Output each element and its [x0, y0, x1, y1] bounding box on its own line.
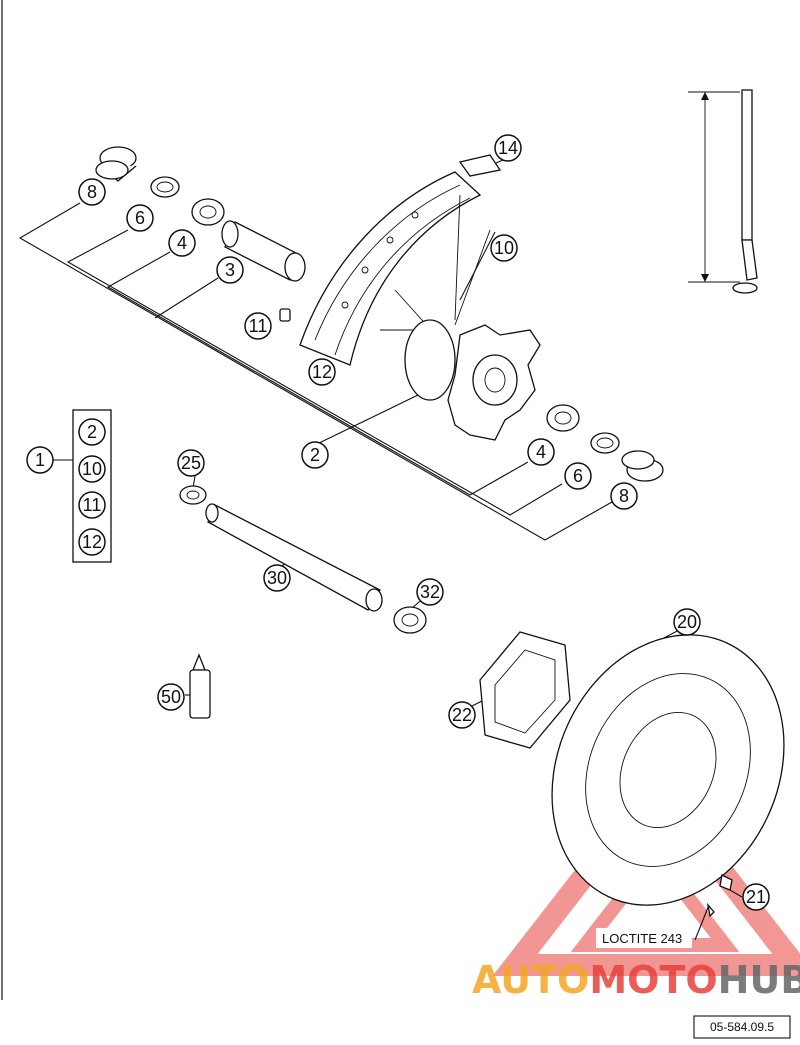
callout-10: 10: [490, 234, 518, 262]
callout-50: 50: [157, 683, 185, 711]
reference-code-box: 05-584.09.5: [693, 1015, 791, 1039]
svg-text:4: 4: [177, 233, 187, 253]
spoke-gauge-part: [688, 89, 758, 294]
watermark-part-auto: AUTO: [472, 958, 589, 1002]
svg-text:6: 6: [573, 466, 583, 486]
watermark-part-moto: MOTO: [589, 958, 717, 1002]
distance-sleeve-part: [221, 220, 306, 282]
kit-item-12: 12: [78, 528, 106, 556]
kit-item-10: 10: [78, 455, 106, 483]
callout-30: 30: [263, 564, 291, 592]
svg-text:4: 4: [536, 442, 546, 462]
callout-6-top: 6: [126, 204, 154, 232]
callout-2: 2: [301, 441, 329, 469]
callout-32: 32: [416, 578, 444, 606]
svg-text:10: 10: [494, 238, 514, 258]
nipple-part: [279, 308, 291, 322]
spacer-part-bottom: [621, 450, 664, 482]
kit-box: 2 10 11 12: [53, 409, 112, 563]
brake-disc-part: [551, 634, 785, 906]
rim-part: [299, 171, 482, 366]
svg-text:22: 22: [452, 705, 472, 725]
callout-4-top: 4: [168, 229, 196, 257]
callout-20: 20: [673, 608, 701, 636]
svg-text:20: 20: [677, 612, 697, 632]
svg-text:12: 12: [82, 532, 102, 552]
svg-text:25: 25: [181, 453, 201, 473]
svg-text:1: 1: [35, 450, 45, 470]
seal-part-bottom: [590, 432, 620, 454]
svg-text:LOCTITE 243: LOCTITE 243: [602, 931, 682, 946]
svg-text:8: 8: [87, 182, 97, 202]
callout-1: 1: [26, 446, 54, 474]
svg-text:12: 12: [312, 362, 332, 382]
callout-3: 3: [216, 256, 244, 284]
svg-text:14: 14: [498, 138, 518, 158]
nut-part: [393, 606, 427, 634]
kit-item-11: 11: [78, 491, 106, 519]
svg-text:3: 3: [225, 260, 235, 280]
svg-text:2: 2: [310, 445, 320, 465]
svg-text:8: 8: [619, 486, 629, 506]
collar-part: [179, 485, 207, 505]
wheel-spindle-part: [205, 503, 383, 612]
callout-8-bottom: 8: [610, 482, 638, 510]
svg-text:2: 2: [87, 422, 97, 442]
loctite-bottle-part: [189, 653, 211, 719]
callout-25: 25: [177, 449, 205, 477]
svg-text:6: 6: [135, 208, 145, 228]
callout-8-top: 8: [78, 178, 106, 206]
callout-12: 12: [308, 358, 336, 386]
spacer-ring-part: [479, 631, 571, 749]
svg-text:21: 21: [746, 887, 766, 907]
seal-part-top: [150, 176, 180, 198]
screw-part: [706, 874, 733, 918]
watermark-text: AUTOMOTOHUB: [472, 958, 800, 1002]
callout-4-bottom: 4: [527, 438, 555, 466]
callout-21: 21: [742, 883, 770, 911]
svg-text:50: 50: [161, 687, 181, 707]
watermark-part-hub: HUB: [718, 958, 800, 1002]
bearing-part-top: [191, 198, 225, 226]
callout-6-bottom: 6: [564, 462, 592, 490]
svg-text:11: 11: [83, 495, 102, 515]
kit-item-2: 2: [78, 418, 106, 446]
loctite-note: LOCTITE 243: [596, 928, 692, 948]
svg-text:10: 10: [82, 459, 102, 479]
hub-part: [404, 319, 541, 441]
svg-text:AUTOMOTOHUB: AUTOMOTOHUB: [472, 958, 800, 1002]
svg-text:30: 30: [267, 568, 287, 588]
callout-11: 11: [244, 312, 272, 340]
svg-text:32: 32: [420, 582, 440, 602]
svg-text:05-584.09.5: 05-584.09.5: [710, 1020, 774, 1034]
svg-text:11: 11: [249, 316, 268, 336]
spacer-part-top: [95, 146, 137, 182]
callout-22: 22: [448, 701, 476, 729]
callout-14: 14: [494, 134, 522, 162]
bearing-part-bottom: [546, 404, 580, 432]
sticker-part: [458, 154, 502, 177]
